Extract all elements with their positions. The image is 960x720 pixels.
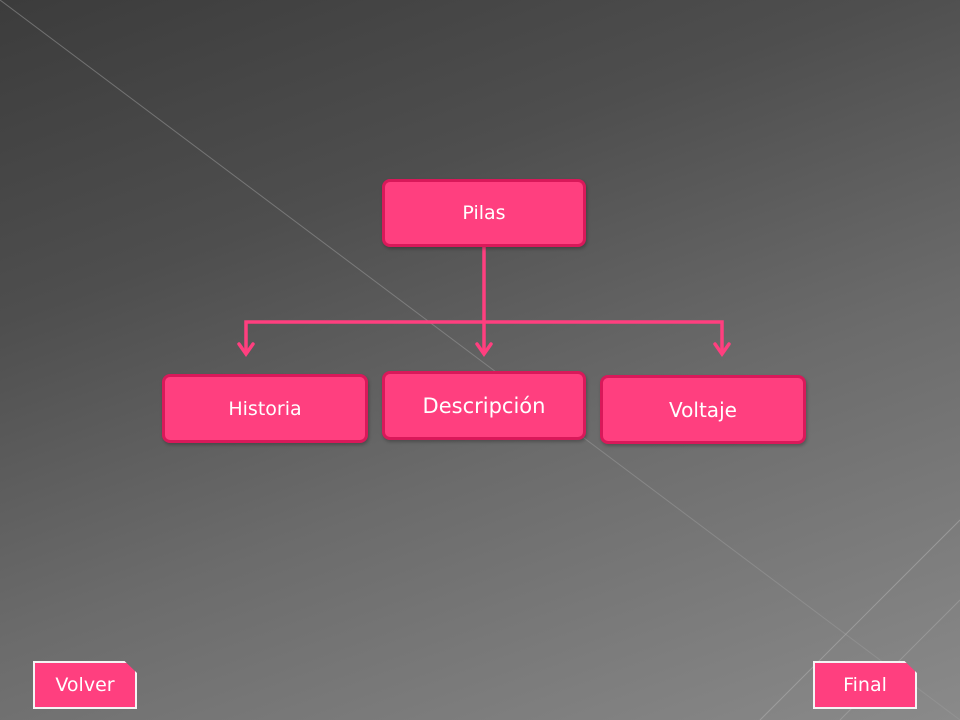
connector-horizontal-bus	[244, 320, 724, 354]
node-voltaje: Voltaje	[600, 375, 806, 444]
node-historia-label: Historia	[228, 397, 302, 420]
node-descripcion-label: Descripción	[422, 393, 546, 418]
node-pilas-label: Pilas	[462, 202, 506, 224]
arrowhead-descripcion	[475, 342, 493, 358]
arrowhead-historia	[237, 342, 255, 358]
node-pilas: Pilas	[382, 179, 586, 247]
final-button[interactable]: Final	[813, 661, 917, 709]
node-voltaje-label: Voltaje	[669, 397, 737, 422]
node-historia: Historia	[162, 374, 368, 443]
node-descripcion: Descripción	[382, 371, 586, 440]
diagonal-line-corner-1	[759, 519, 960, 720]
final-button-label: Final	[843, 674, 887, 696]
volver-button[interactable]: Volver	[33, 661, 137, 709]
volver-button-label: Volver	[55, 674, 115, 696]
arrowhead-voltaje	[713, 342, 731, 358]
